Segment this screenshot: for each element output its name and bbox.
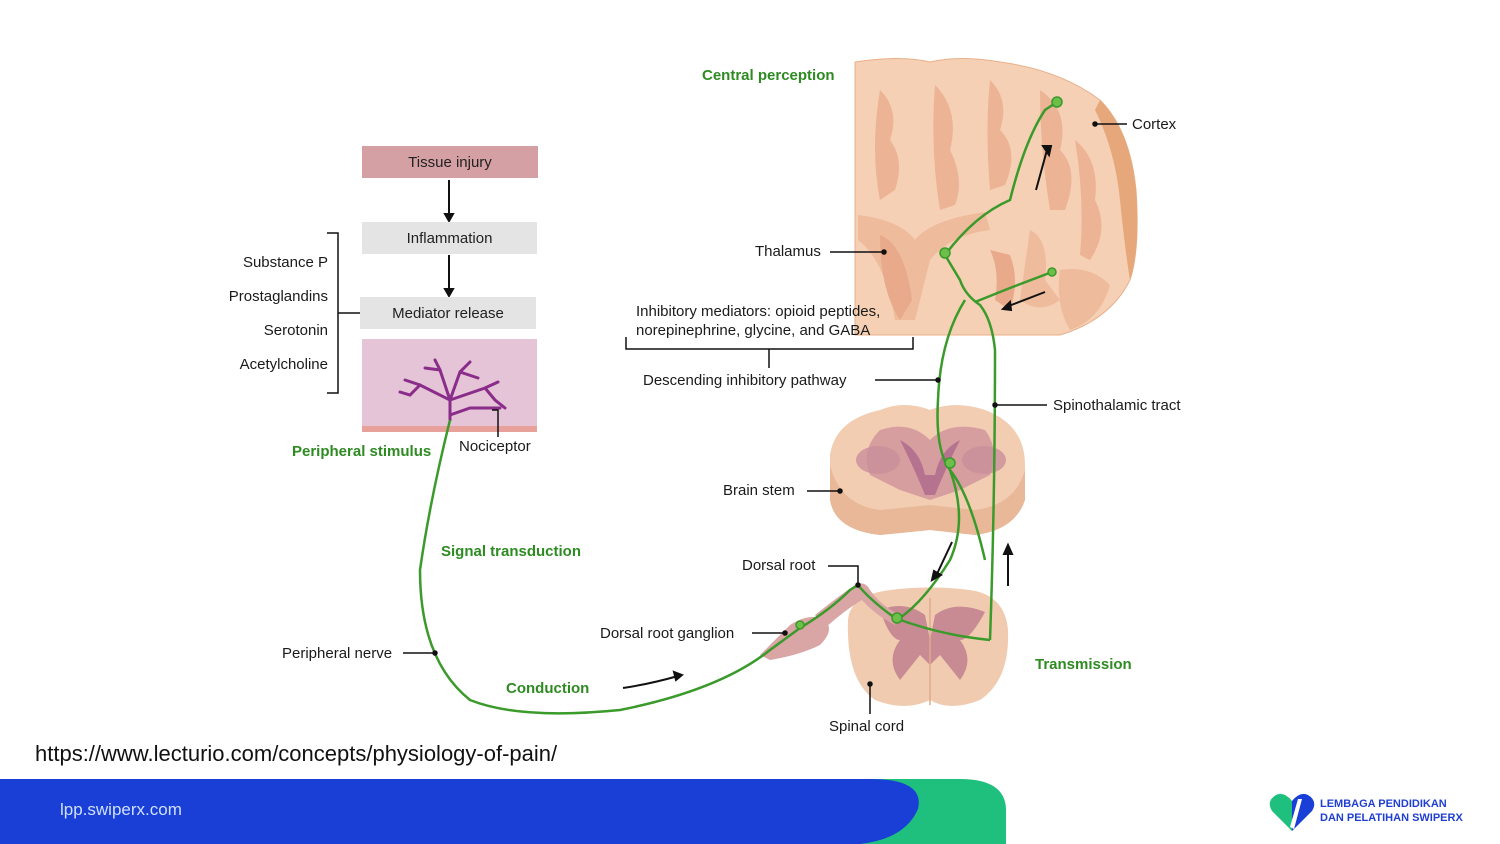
spinal-cord-label: Spinal cord [829, 718, 905, 735]
spinothalamic-tract-label: Spinothalamic tract [1053, 397, 1181, 414]
mediator-serotonin: Serotonin [263, 322, 328, 339]
dorsal-root-label: Dorsal root [742, 557, 816, 574]
dorsal-root-ganglion-shape [760, 583, 900, 660]
inhibitory-mediators-line1: Inhibitory mediators: opioid peptides, [636, 303, 881, 320]
descending-pathway-label: Descending inhibitory pathway [643, 372, 847, 389]
peripheral-nerve-label: Peripheral nerve [282, 645, 393, 662]
swiperx-logo-icon [1269, 793, 1315, 831]
peripheral-nerve-path [418, 419, 991, 715]
peripheral-stimulus-label: Peripheral stimulus [292, 443, 432, 460]
inhibitory-mediators-line2: norepinephrine, glycine, and GABA [636, 322, 871, 339]
descending-path [899, 299, 967, 620]
mediator-substance-p: Substance P [242, 254, 328, 271]
mediator-release-box: Mediator release [360, 297, 536, 329]
tissue-injury-box: Tissue injury [362, 146, 538, 178]
mediator-prostaglandins: Prostaglandins [228, 288, 328, 305]
brain-stem-label: Brain stem [723, 482, 795, 499]
source-url[interactable]: https://www.lecturio.com/concepts/physio… [35, 741, 558, 766]
brain-stem-section [830, 405, 1025, 535]
signal-transduction-label: Signal transduction [441, 543, 582, 560]
dorsal-root-ganglion-label: Dorsal root ganglion [600, 625, 735, 642]
skin-surface [362, 426, 537, 432]
footer-org-line1: LEMBAGA PENDIDIKAN [1320, 798, 1447, 810]
mediator-acetylcholine: Acetylcholine [239, 356, 328, 373]
footer-site-link[interactable]: lpp.swiperx.com [60, 800, 182, 819]
leader-lines [327, 121, 1127, 714]
direction-arrows [443, 145, 1053, 689]
conduction-label: Conduction [506, 680, 590, 697]
synapse-markers [795, 96, 1063, 630]
nociceptor-endings [398, 358, 507, 422]
inflammation-box: Inflammation [362, 222, 537, 254]
pain-pathway-diagram [327, 58, 1138, 715]
neural-pathways [418, 100, 1058, 715]
footer-org-line2: DAN PELATIHAN SWIPERX [1320, 812, 1463, 824]
footer-org-name: LEMBAGA PENDIDIKAN DAN PELATIHAN SWIPERX [1320, 797, 1463, 825]
spinothalamic-path [943, 100, 1058, 641]
thalamus-label: Thalamus [755, 243, 821, 260]
footer-bar [0, 779, 1006, 844]
nociceptor-label: Nociceptor [459, 438, 531, 455]
cortex-label: Cortex [1132, 116, 1177, 133]
central-perception-label: Central perception [702, 67, 835, 84]
transmission-label: Transmission [1035, 656, 1132, 673]
